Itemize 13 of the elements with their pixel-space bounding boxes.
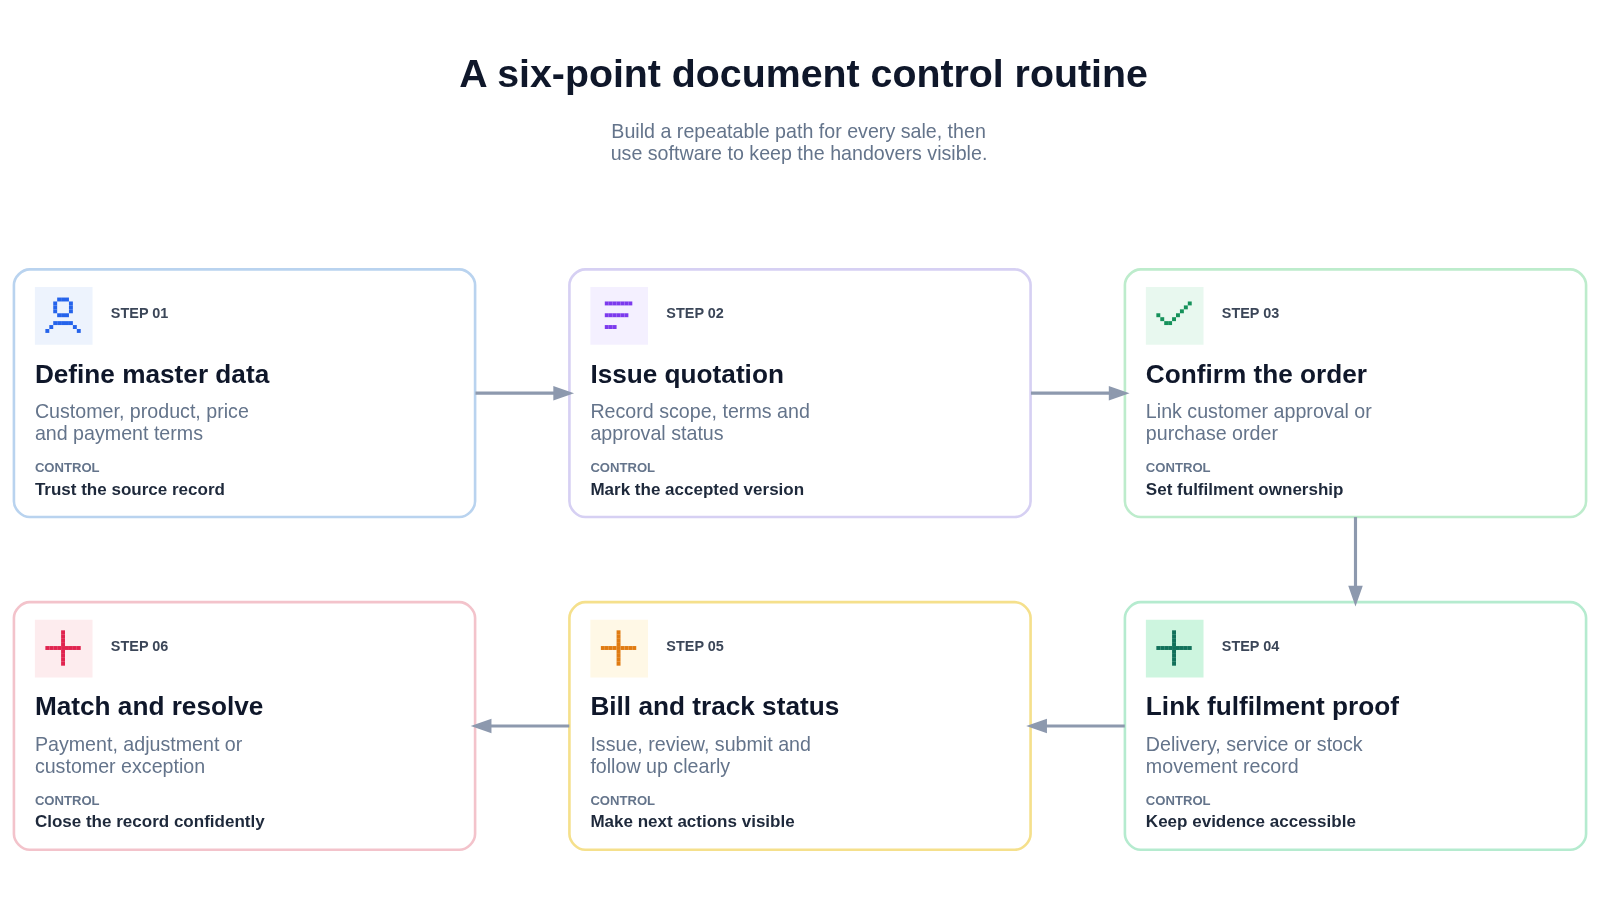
arrow	[475, 385, 575, 400]
node-box: STEP 05 Bill and track status Issue, review, submit and follow up clearly CONTROL Make next actions visible	[568, 600, 1032, 851]
diagram-title: A six-point document control routine	[459, 50, 1148, 95]
arrow	[1348, 516, 1363, 607]
arrow	[1026, 718, 1125, 733]
label: Build a repeatable path for every sale, then use software to keep the handovers visible.	[610, 119, 988, 164]
node-box: STEP 03 Confirm the order Link customer approval or purchase order CONTROL Set fulfilment ownership	[1123, 267, 1588, 518]
node-box: STEP 06 Match and resolve Payment, adjustment or customer exception CONTROL Close the record confidently	[12, 600, 477, 851]
node-box: STEP 02 Issue quotation Record scope, terms and approval status CONTROL Mark the accepted version	[568, 267, 1032, 518]
node-box: STEP 04 Link fulfilment proof Delivery, service or stock movement record CONTROL Keep evidence accessible	[1123, 600, 1588, 851]
arrow	[1030, 385, 1130, 400]
arrow	[470, 718, 570, 733]
node-box: STEP 01 Define master data Customer, product, price and payment terms CONTROL Trust the source record	[12, 267, 477, 518]
